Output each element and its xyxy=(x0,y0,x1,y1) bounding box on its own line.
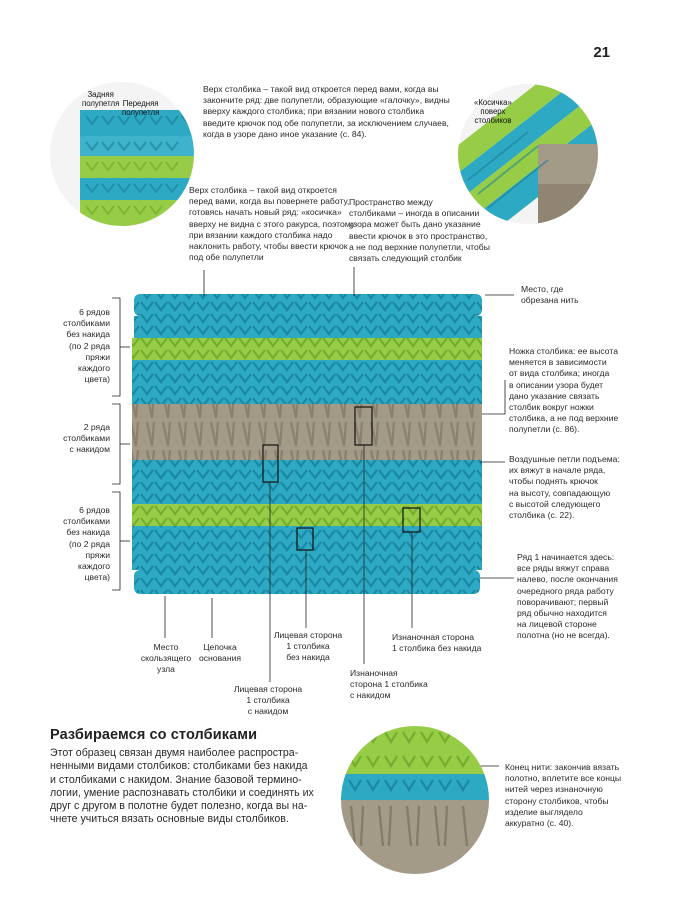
bottom-right-detail-photo xyxy=(341,726,489,874)
page-number: 21 xyxy=(593,44,610,61)
top-left-detail-photo xyxy=(50,82,194,226)
section-body: Этот образец связан двумя наиболее распр… xyxy=(50,747,314,826)
section-heading: Разбираемся со столбиками xyxy=(50,727,258,743)
annotation-turning-chain: Воздушные петли подъема:их вяжут в начал… xyxy=(509,454,620,521)
annotation-top-of-stitch-front: Верх столбика – такой вид откроется пере… xyxy=(203,84,450,139)
annotation-row-one: Ряд 1 начинается здесь:все ряды вяжут сп… xyxy=(517,552,618,641)
